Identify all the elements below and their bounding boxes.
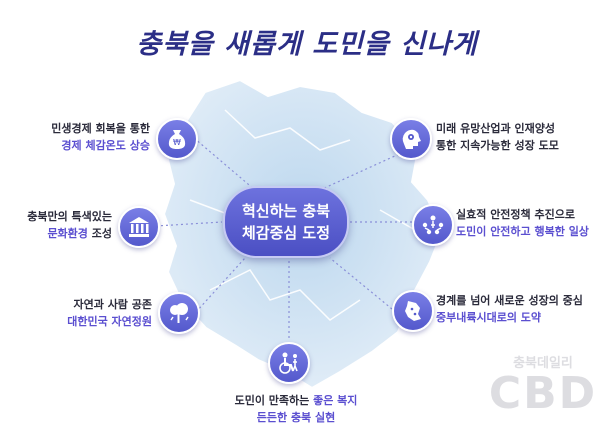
item-welfare-label: 도민이 만족하는 좋은 복지 든든한 충북 실현: [234, 394, 358, 424]
center-line2: 체감중심 도정: [241, 224, 331, 242]
people-network-icon: [412, 204, 454, 246]
item-culture-label: 충북만의 특색있는 문화환경 조성: [27, 210, 112, 240]
watermark-logo: 충북데일리 CBD: [488, 356, 598, 419]
item-growth-center-label: 경계를 넘어 새로운 성장의 중심 중부내륙시대로의 도약: [436, 294, 583, 324]
item-future-industry-label: 미래 유망산업과 인재양성 통한 지속가능한 성장 도모: [436, 122, 559, 152]
brain-gear-icon: [390, 118, 432, 160]
money-bag-icon: ₩: [156, 118, 198, 160]
item-economy-label: 민생경제 회복을 통한 경제 체감온도 상승: [51, 122, 150, 152]
connector-lines: [155, 137, 412, 338]
center-line1: 혁신하는 충북: [241, 202, 331, 220]
tree-cloud-icon: [158, 292, 200, 334]
center-vision-badge: 혁신하는 충북 체감중심 도정: [223, 186, 349, 258]
map-icon: [392, 290, 434, 332]
museum-icon: [118, 206, 160, 248]
item-nature-label: 자연과 사람 공존 대한민국 자연정원: [67, 298, 152, 328]
accessibility-icon: [268, 342, 310, 384]
item-safety-label: 실효적 안전정책 추진으로 도민이 안전하고 행복한 일상: [456, 208, 589, 238]
main-title: 충북을 새롭게 도민을 신나게: [136, 29, 478, 60]
svg-text:₩: ₩: [173, 138, 181, 147]
